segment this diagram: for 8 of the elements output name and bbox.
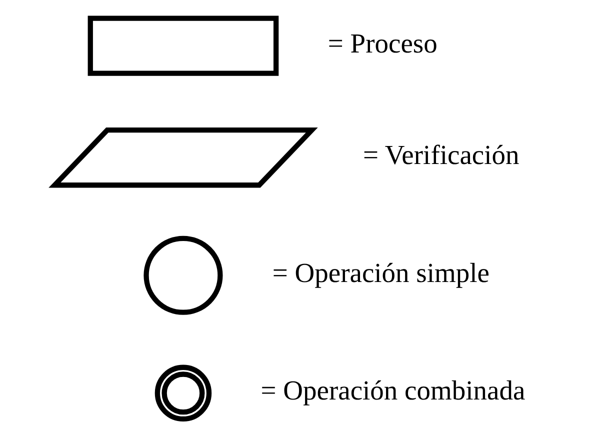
node-label: = Verificación <box>362 139 519 170</box>
node-box <box>87 16 278 76</box>
node-doublecircle <box>154 364 212 422</box>
node-parallelogram <box>48 128 318 188</box>
node-circle <box>143 236 222 315</box>
node-label: = Proceso <box>327 27 437 58</box>
node-label: = Operación simple <box>272 256 490 288</box>
node-label: = Operación combinada <box>260 374 525 406</box>
